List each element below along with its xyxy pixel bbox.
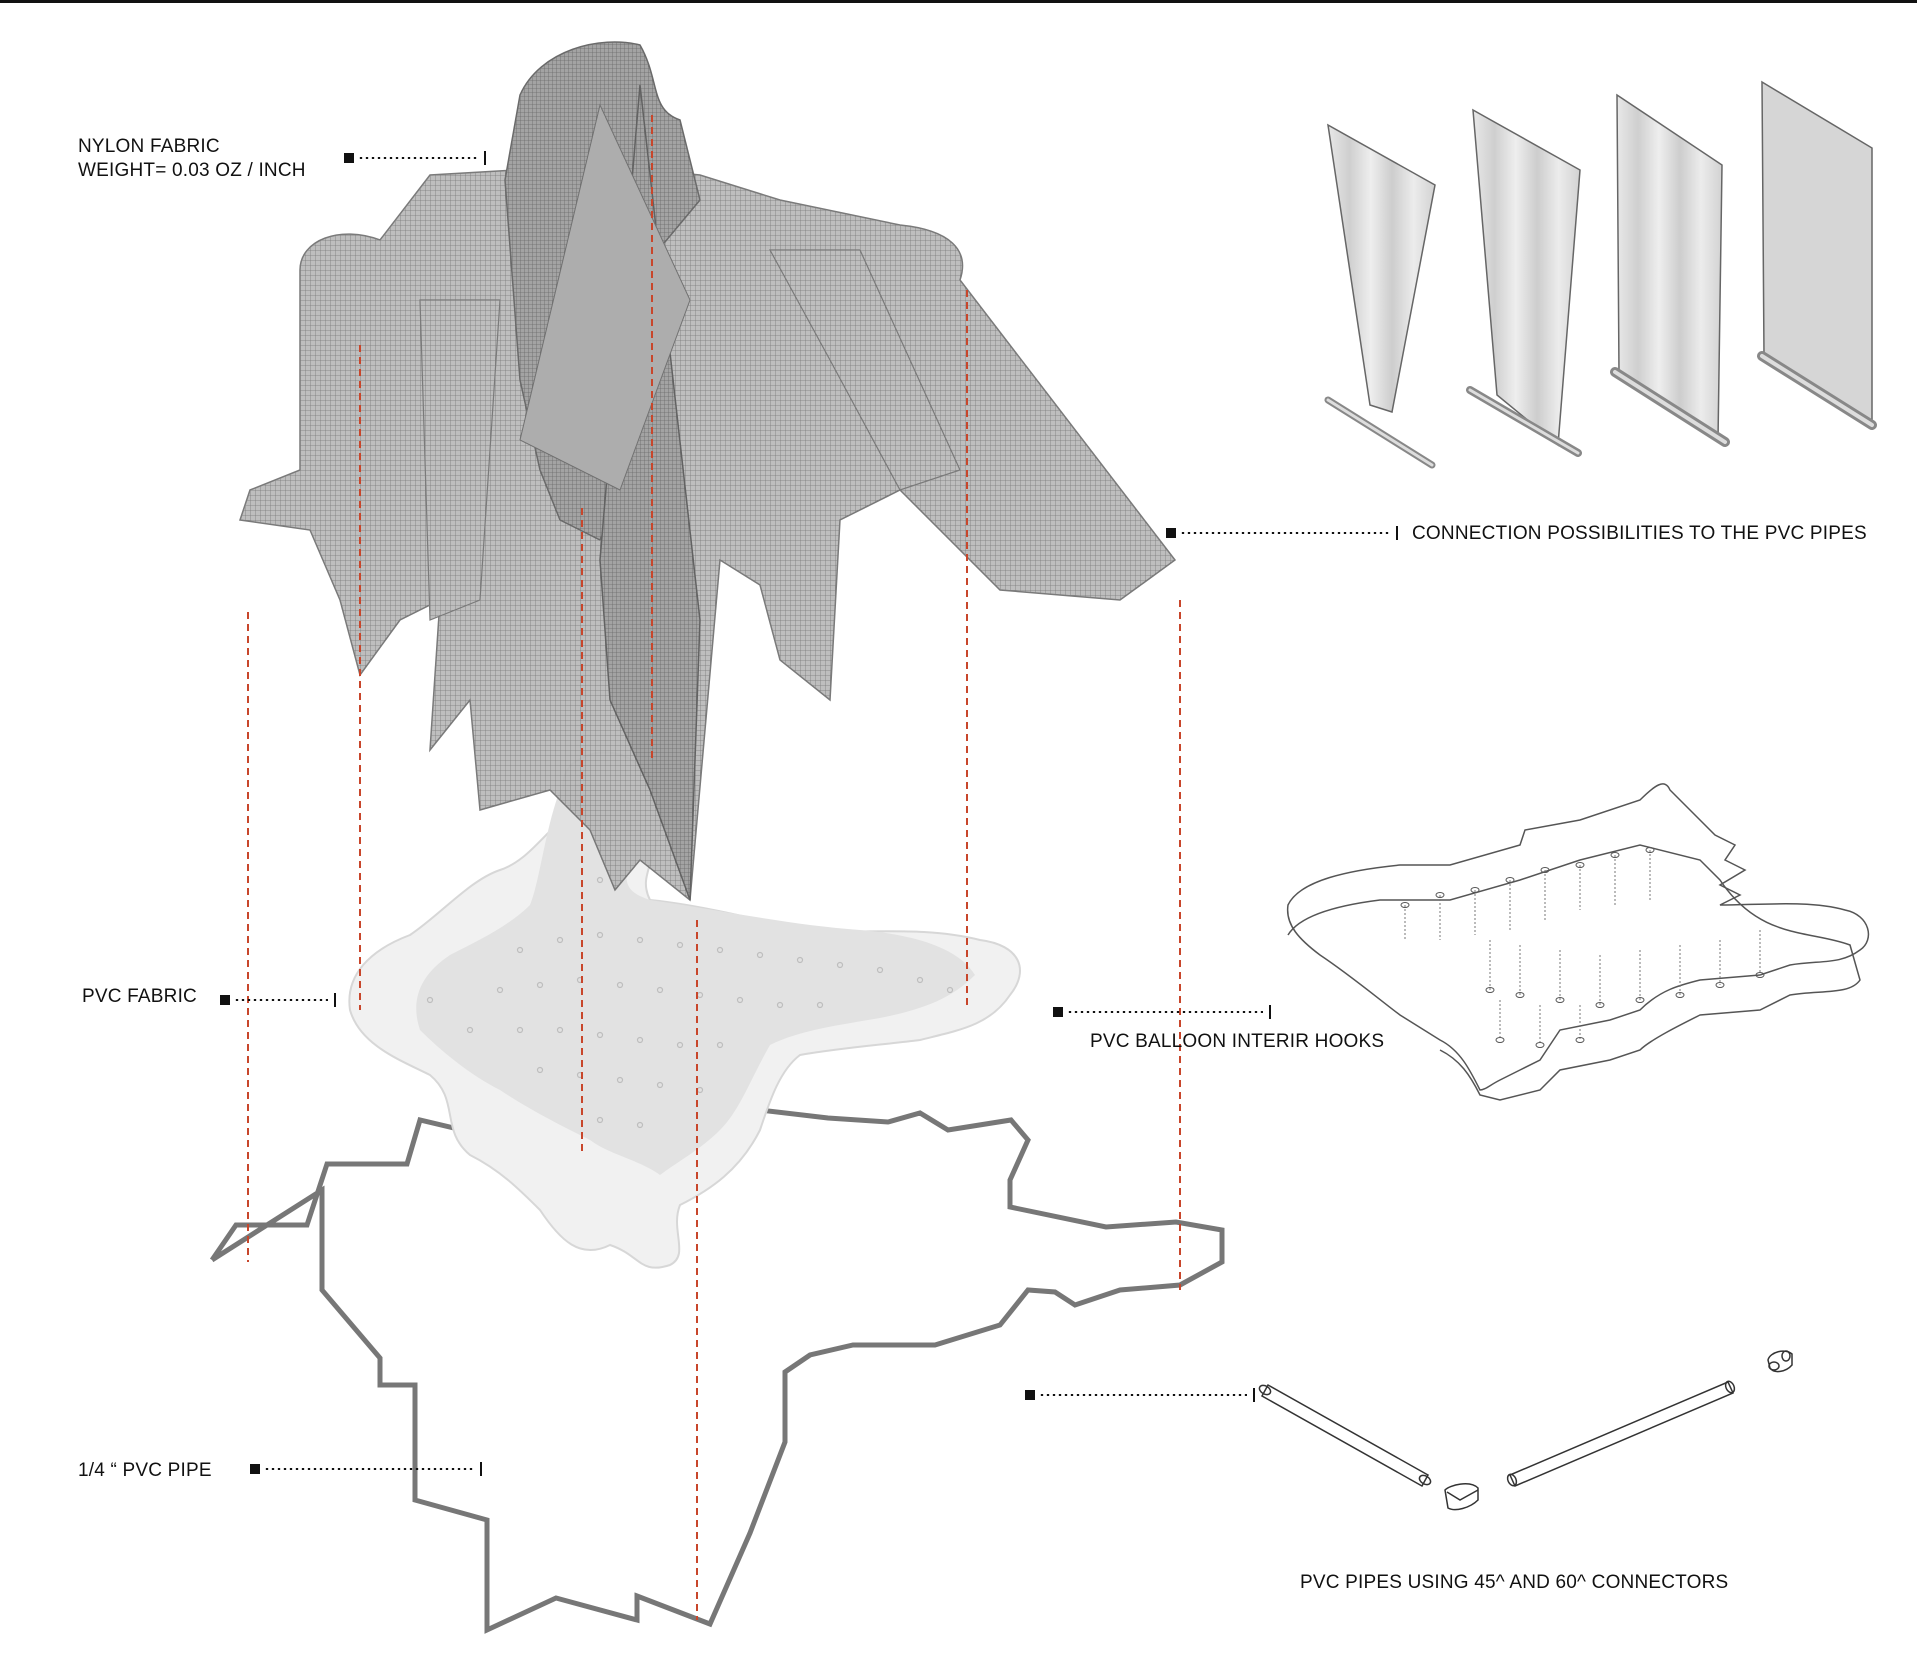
hook-detail-drawing — [1286, 783, 1870, 1101]
pvc-fabric-leader-line — [220, 993, 336, 1007]
pipe-connector-drawing — [1258, 1350, 1793, 1511]
alignment-guide-lines — [247, 115, 1181, 1620]
connectors-leader-line — [1025, 1388, 1255, 1402]
connection-panel-4 — [1757, 80, 1877, 430]
connection-leader-line — [1166, 526, 1398, 540]
top-border — [0, 0, 1917, 3]
pvc-fabric-label: PVC FABRIC — [82, 986, 197, 1007]
pvc-balloon-hooks-label: PVC BALLOON INTERIR HOOKS — [1090, 1031, 1385, 1052]
nylon-weight-label: WEIGHT= 0.03 OZ / INCH — [78, 160, 306, 181]
nylon-leader-line — [344, 151, 486, 165]
pvc-pipe-frame-drawing — [209, 1102, 1225, 1634]
pvc-balloon-drawing — [348, 751, 1021, 1269]
hooks-leader-line — [1053, 1005, 1271, 1019]
connection-possibilities-label: CONNECTION POSSIBILITIES TO THE PVC PIPE… — [1412, 523, 1867, 544]
connection-detail-panels — [1324, 80, 1877, 469]
pvc-connectors-label: PVC PIPES USING 45^ AND 60^ CONNECTORS — [1300, 1572, 1729, 1593]
connection-panel-1 — [1324, 123, 1436, 469]
connection-panel-3 — [1610, 93, 1730, 447]
nylon-canopy-drawing — [239, 41, 1177, 902]
nylon-fabric-label: NYLON FABRIC — [78, 136, 220, 157]
connection-panel-2 — [1466, 108, 1582, 457]
pvc-pipe-label: 1/4 “ PVC PIPE — [78, 1460, 212, 1481]
pvc-pipe-leader-line — [250, 1462, 482, 1476]
